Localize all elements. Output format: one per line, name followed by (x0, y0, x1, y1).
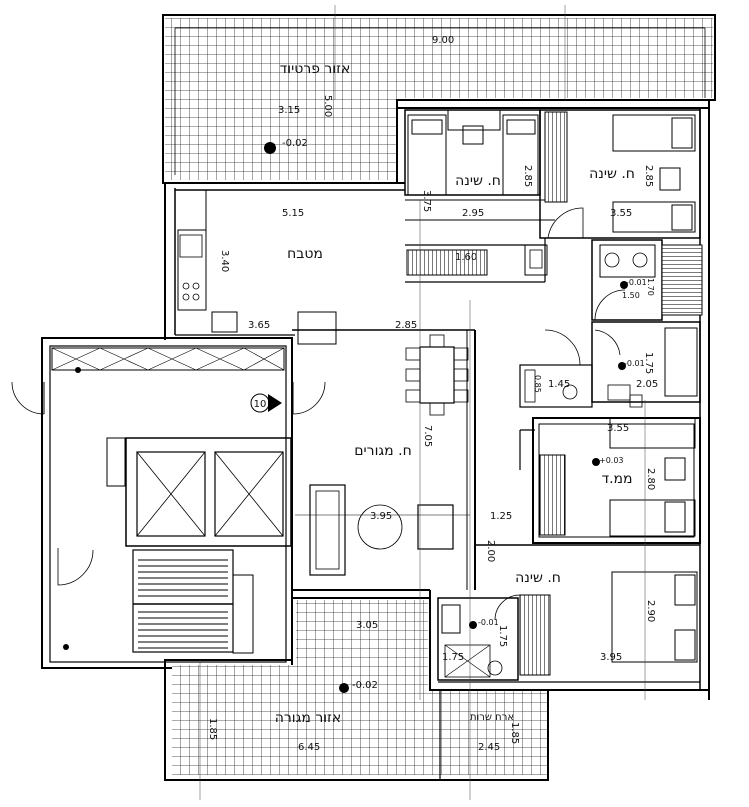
room-labels: אזור פרטיוד ח. שינה ח. שינה מטבח ח. מגור… (275, 61, 635, 726)
label-balcony-bottom: אזור מגורה (275, 710, 342, 726)
dim-bath-h: 1.75 (643, 352, 654, 374)
elevator-core (11, 347, 326, 586)
bedroom-3 (475, 544, 700, 676)
dim-bed1-height: 3.75 (421, 190, 432, 212)
grid-lines (199, 5, 646, 800)
dim-mamad-height: 2.80 (645, 468, 656, 490)
dim-kitchen-height: 3.40 (219, 250, 230, 272)
dim-dining-width: 2.85 (395, 320, 417, 331)
dim-corridor: 1.60 (455, 252, 477, 263)
dim-bed1-width: 2.95 (462, 208, 484, 219)
level-wc: -0.01 (478, 618, 499, 627)
dim-bed2-depth: 2.85 (643, 165, 654, 187)
dim-bed3-width: 3.95 (600, 652, 622, 663)
dim-kitchen-bottom: 3.65 (248, 320, 270, 331)
dim-hall-h: 0.85 (533, 375, 542, 393)
label-kitchen: מטבח (287, 246, 323, 262)
label-bedroom-3: ח. שינה (515, 570, 561, 586)
dim-top-inner: 3.15 (278, 105, 300, 116)
level-labels: -0.02 -0.01 -0.01 +0.03 -0.01 -0.02 (282, 138, 647, 691)
dim-balcony-w2: 6.45 (298, 742, 320, 753)
dim-service-w: 2.45 (478, 742, 500, 753)
wc-bottom (437, 597, 519, 681)
dim-mamad-width: 3.55 (607, 423, 629, 434)
dim-bath-w: 2.05 (636, 379, 658, 390)
dimension-labels: 9.00 5.00 3.15 3.75 2.95 2.85 2.85 3.55 … (207, 35, 658, 753)
label-bedroom-2: ח. שינה (589, 166, 635, 182)
dim-living-width: 3.95 (370, 511, 392, 522)
dim-hall-w: 1.45 (548, 379, 570, 390)
dim-service-h: 1.85 (509, 722, 520, 744)
level-bottom: -0.02 (352, 680, 378, 691)
dim-bed3-height: 2.90 (645, 600, 656, 622)
kitchen (175, 190, 337, 345)
dim-top-width: 9.00 (432, 35, 454, 46)
level-mamad: +0.03 (599, 456, 624, 465)
level-bath2: -0.01 (626, 278, 647, 287)
level-markers (63, 142, 628, 693)
dim-bed1-depth: 2.85 (522, 165, 533, 187)
label-balcony-top: אזור פרטיוד (280, 61, 351, 77)
dim-balcony-h: 1.85 (207, 718, 218, 740)
dim-bed2-width: 3.55 (610, 208, 632, 219)
dim-step: 1.25 (490, 511, 512, 522)
safe-room (519, 417, 701, 544)
bedroom-2 (539, 109, 701, 239)
dim-bath-small-h: 1.70 (646, 278, 655, 296)
dim-balcony-width: 3.05 (356, 620, 378, 631)
level-top: -0.02 (282, 138, 308, 149)
elevator-number-marker: 10 (250, 393, 282, 413)
hall-wc (519, 329, 593, 408)
level-bath1: -0.01 (624, 359, 645, 368)
label-bedroom-1: ח. שינה (455, 173, 501, 189)
balcony-bottom (164, 597, 549, 781)
living-furniture (295, 484, 470, 576)
dim-top-height: 5.00 (322, 95, 333, 117)
bathroom (591, 321, 701, 408)
dim-wc-h: 1.75 (497, 625, 508, 647)
dim-wc-w: 1.75 (442, 652, 464, 663)
label-living: ח. מגורים (354, 443, 411, 459)
dining-table (405, 334, 469, 416)
dim-kitchen-width: 5.15 (282, 208, 304, 219)
bathroom-small (591, 239, 703, 321)
staircase (132, 549, 254, 654)
dim-bath-small: 1.50 (622, 291, 640, 300)
label-service: ארח שרות (470, 712, 514, 723)
dim-living-height: 7.05 (422, 425, 433, 447)
label-safe-room: ממ.ד (601, 471, 632, 487)
corridor (405, 238, 548, 283)
elevator-number: 10 (254, 399, 267, 410)
balcony-top (162, 14, 716, 184)
dim-corr-v: 2.00 (485, 540, 496, 562)
